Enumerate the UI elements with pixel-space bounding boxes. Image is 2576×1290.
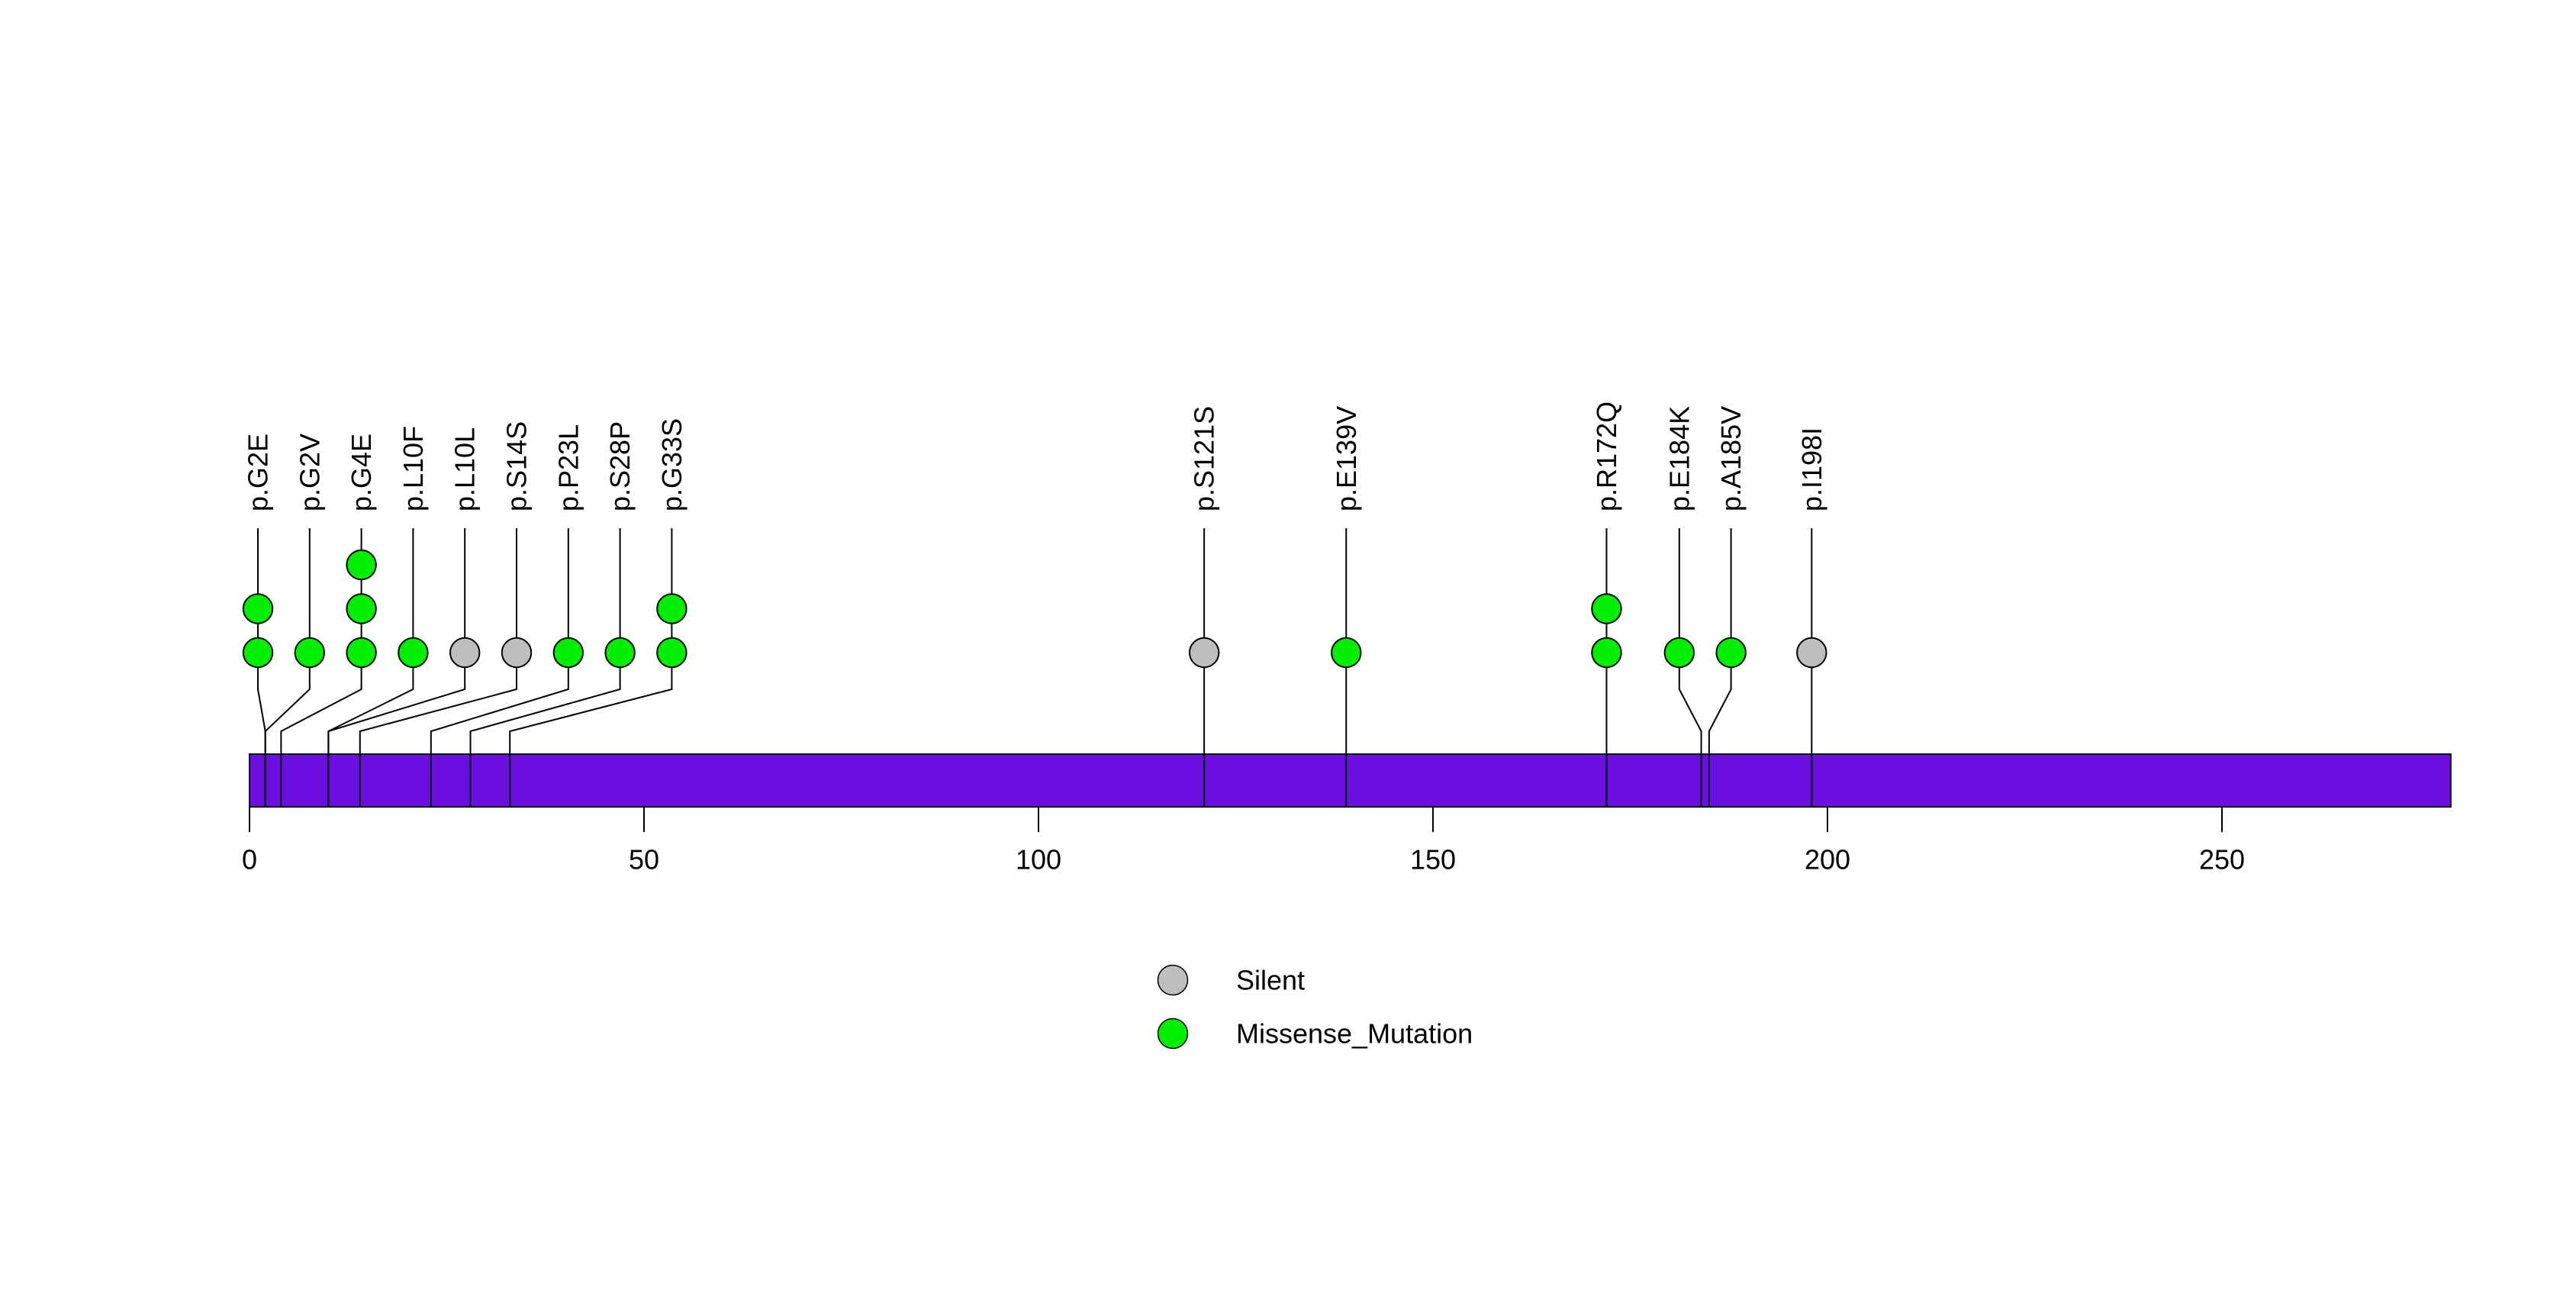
mutation-label: p.S28P: [604, 421, 636, 511]
mutation-circle: [1331, 637, 1362, 669]
mutation-circle: [294, 637, 325, 669]
legend-item-label: Silent: [1236, 965, 1305, 996]
mutation-circle: [1715, 637, 1747, 669]
x-axis-tick-label: 50: [629, 843, 659, 875]
mutation-label: p.G33S: [656, 418, 687, 511]
mutation-label: p.L10L: [449, 427, 481, 511]
mutation-label: p.G4E: [346, 434, 377, 511]
mutation-stem: [327, 528, 466, 806]
x-axis-tick-label: 200: [1805, 843, 1850, 875]
legend-item-label: Missense_Mutation: [1236, 1018, 1473, 1050]
mutation-label: p.P23L: [552, 424, 584, 511]
mutation-stem: [430, 528, 569, 806]
mutation-circle: [449, 637, 481, 669]
mutation-stem: [1708, 528, 1732, 806]
mutation-label: p.G2E: [243, 434, 274, 511]
mutation-label: p.S14S: [501, 421, 533, 511]
mutation-label: p.R172Q: [1591, 402, 1622, 511]
mutation-circle: [1663, 637, 1695, 669]
legend-swatch-icon: [1157, 1017, 1189, 1050]
mutation-circle: [242, 637, 274, 669]
legend-swatch-icon: [1157, 964, 1189, 996]
x-axis-tick-label: 0: [242, 843, 257, 875]
mutation-circle: [346, 593, 377, 624]
mutation-label: p.E139V: [1331, 406, 1362, 511]
mutation-label: p.E184K: [1663, 406, 1695, 511]
mutation-label: p.L10F: [398, 426, 429, 511]
mutation-stem: [359, 528, 517, 806]
mutation-circle: [552, 637, 584, 669]
protein-bar: [249, 753, 2452, 808]
mutation-stem: [264, 528, 311, 806]
mutation-circle: [501, 637, 533, 669]
mutation-circle: [1591, 637, 1622, 669]
mutation-circle: [242, 593, 274, 624]
mutation-label: p.A185V: [1715, 406, 1747, 511]
x-axis-tick-label: 250: [2199, 843, 2245, 875]
x-axis-tick-label: 150: [1410, 843, 1456, 875]
mutation-circle: [346, 549, 377, 581]
mutation-circle: [346, 637, 377, 669]
mutation-label: p.G2V: [294, 434, 325, 511]
mutation-label: p.S121S: [1189, 406, 1220, 511]
mutation-circle: [1591, 593, 1622, 624]
mutation-circle: [1188, 637, 1220, 669]
mutation-stem: [469, 528, 621, 806]
mutation-circle: [398, 637, 429, 669]
mutation-circle: [656, 637, 687, 669]
mutation-circle: [604, 637, 636, 669]
mutation-label: p.I198I: [1796, 427, 1827, 511]
mutation-circle: [1796, 637, 1827, 669]
x-axis-tick-label: 100: [1016, 843, 1061, 875]
mutation-stem: [1678, 528, 1702, 806]
mutation-circle: [656, 593, 687, 624]
